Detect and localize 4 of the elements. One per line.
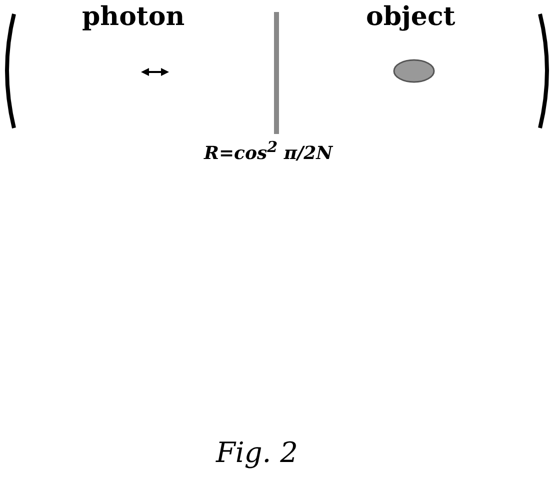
reflectivity-formula: R=cos$^{2}$ π/2N xyxy=(204,138,333,164)
figure-caption: Fig. 2 xyxy=(216,436,298,469)
photon-label: photon xyxy=(82,2,185,32)
object-label: object xyxy=(366,2,456,32)
